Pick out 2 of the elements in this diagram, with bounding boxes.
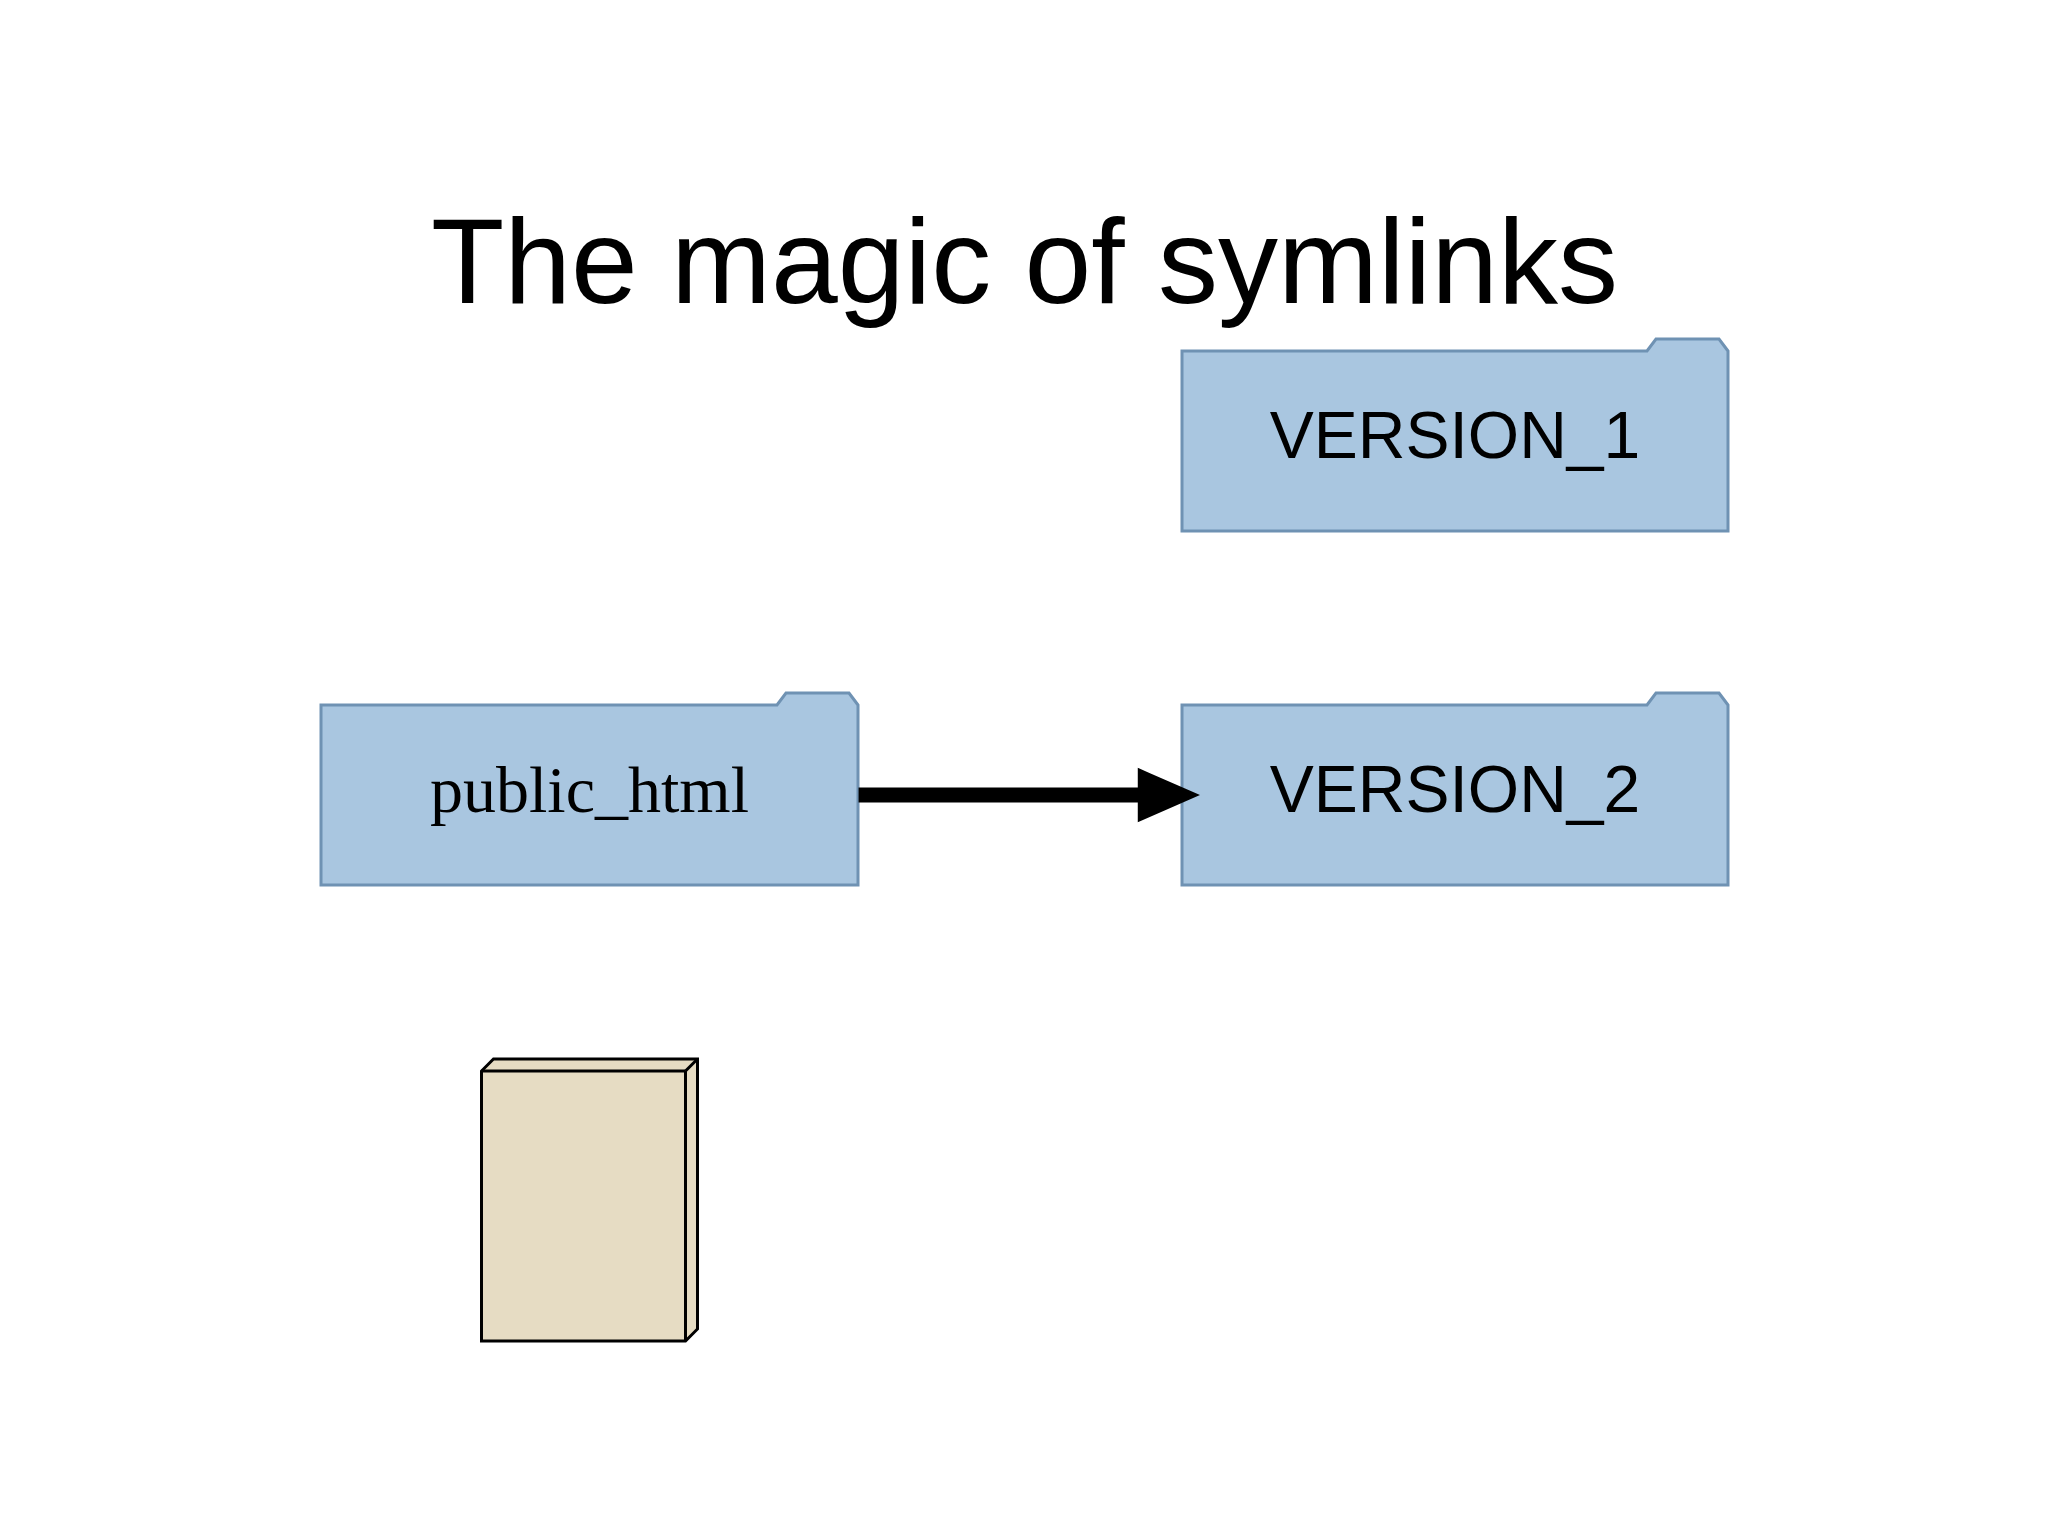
diagram-title: The magic of symlinks xyxy=(430,194,1618,328)
arrow xyxy=(858,767,1200,823)
